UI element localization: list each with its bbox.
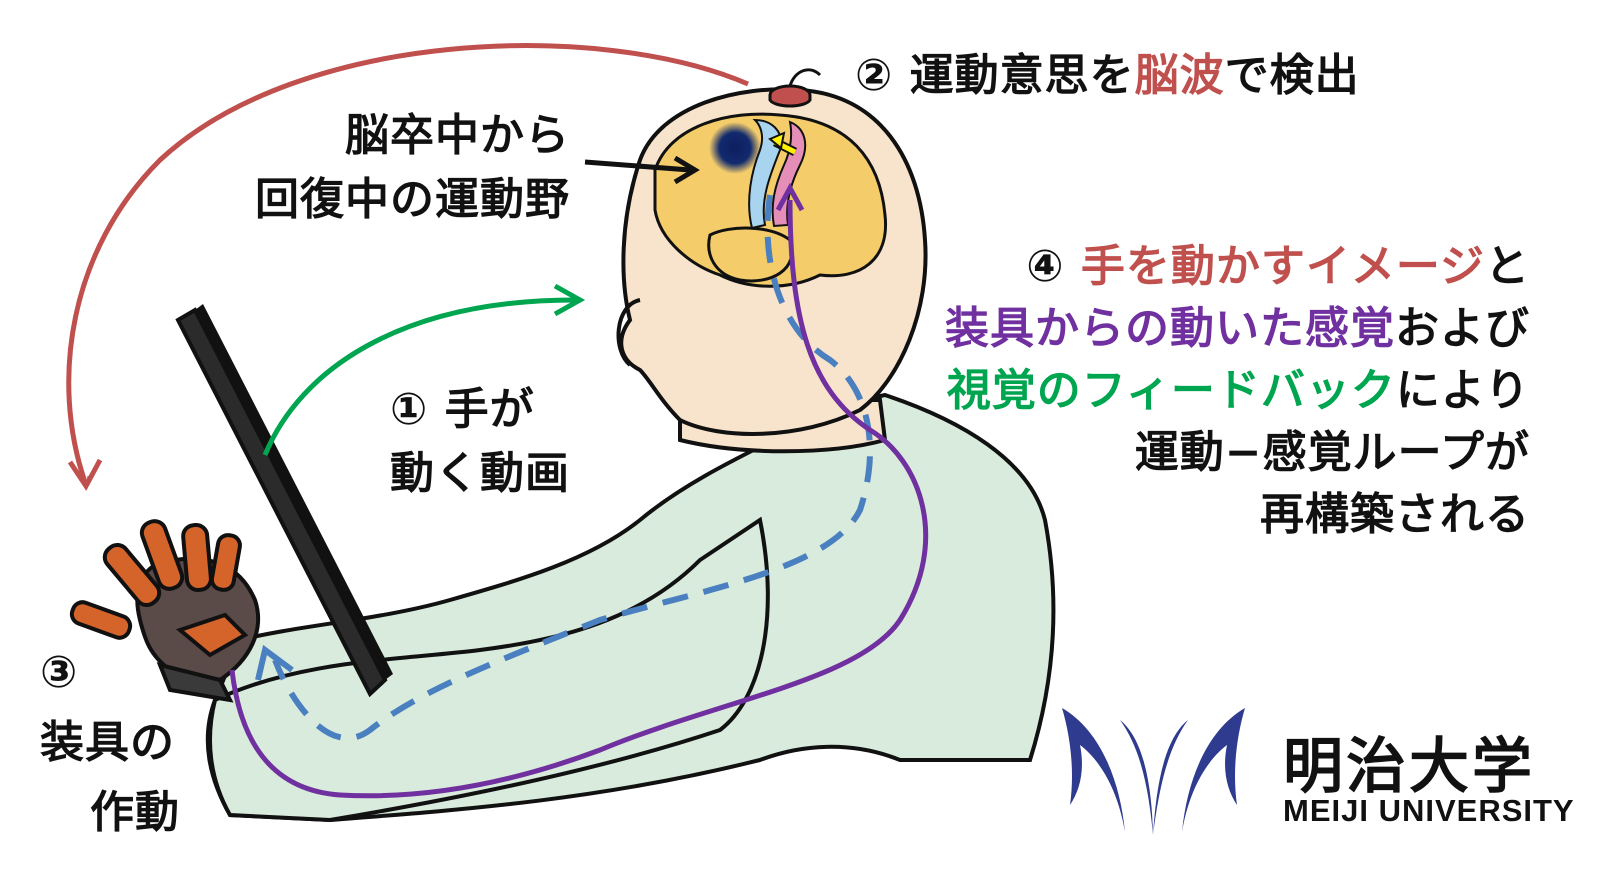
step3-line2: 作動: [90, 787, 180, 838]
step2-highlight: 脳波: [1134, 50, 1225, 101]
step4-line3-green: 視覚のフィードバック: [946, 365, 1396, 416]
step4-line2-post: および: [1395, 303, 1530, 354]
brain-label: 脳卒中から 回復中の運動野: [190, 104, 570, 232]
brain-temporal-lobe: [707, 226, 794, 283]
step4-line1-red: 手を動かすイメージ: [1080, 241, 1485, 292]
step4-number: ④: [1026, 241, 1065, 292]
step3-line1: 装具の: [40, 717, 175, 768]
motor-pathway-dashed: [272, 194, 873, 741]
step2-label: ② 運動意思を脳波で検出: [855, 44, 1360, 108]
brain-label-line2: 回復中の運動野: [255, 174, 570, 225]
step2-pre: 運動意思を: [909, 50, 1135, 101]
meiji-logo-mark: [1062, 708, 1245, 835]
step2-number: ②: [855, 50, 894, 101]
step2-post: で検出: [1224, 50, 1360, 101]
visual-arrow-green: [262, 297, 576, 456]
step4-line3-post: により: [1395, 365, 1530, 416]
step1-number: ①: [390, 384, 429, 435]
sensory-pathway-purple: [229, 199, 929, 799]
lesion-spot: [709, 122, 761, 174]
step1-line2: 動く動画: [390, 448, 570, 499]
step4-line4: 運動−感覚ループが: [1134, 427, 1530, 478]
ear: [616, 298, 641, 367]
feedback-arrow-red: [66, 43, 749, 482]
step3-number: ③: [40, 647, 79, 698]
step4-line1-post: と: [1485, 241, 1530, 292]
brain-label-line1: 脳卒中から: [345, 110, 570, 161]
step1-line1: 手が: [444, 384, 535, 435]
step3-label: ③ 装具の 作動: [40, 638, 180, 848]
arm-sleeve: [208, 516, 770, 823]
step4-label: ④ 手を動かすイメージと 装具からの動いた感覚および 視覚のフィードバックにより…: [860, 236, 1530, 546]
hand-orthosis: [69, 519, 261, 703]
step4-line5: 再構築される: [1260, 489, 1530, 540]
step1-label: ① 手が 動く動画: [390, 378, 570, 506]
pointer-arrow: [584, 159, 691, 173]
electrode-wire: [788, 68, 822, 87]
logo-english: MEIJI UNIVERSITY: [1283, 793, 1575, 828]
step4-line2-purple: 装具からの動いた感覚: [945, 303, 1395, 354]
logo-japanese: 明治大学: [1283, 732, 1535, 802]
